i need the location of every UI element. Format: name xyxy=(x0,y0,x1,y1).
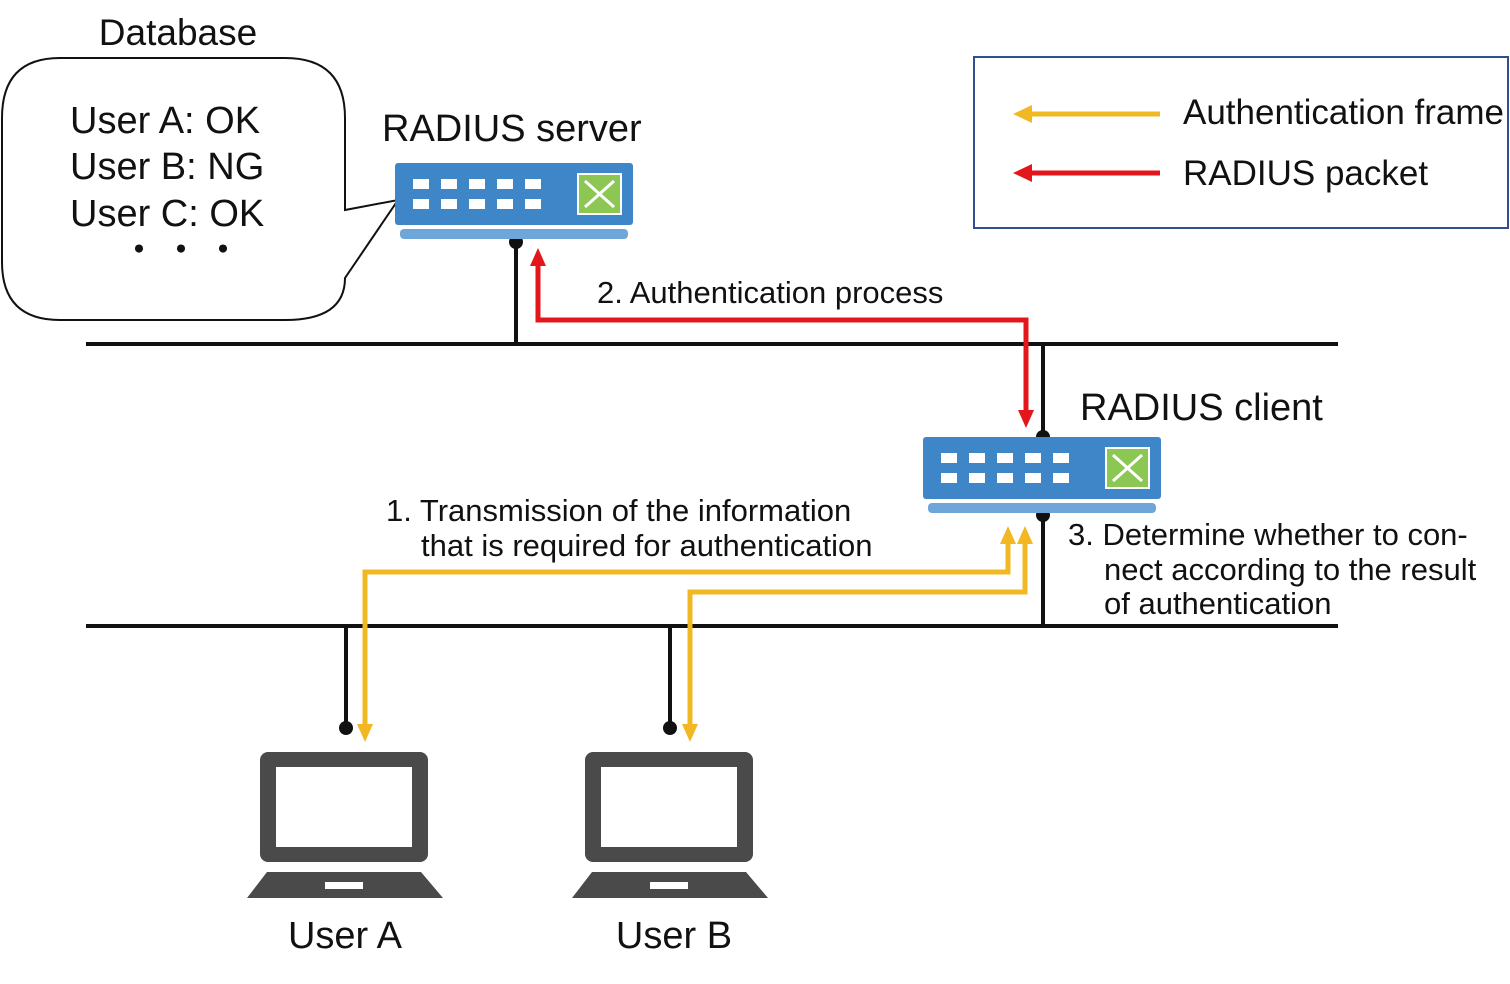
database-title: Database xyxy=(99,12,257,53)
auth-frame-arrowhead-client-a xyxy=(1000,526,1016,544)
legend-radius-packet-arrowhead xyxy=(1013,164,1032,182)
database-bubble: Database User A: OK User B: NG User C: O… xyxy=(1,12,401,321)
database-entry-user-c: User C: OK xyxy=(70,193,264,235)
database-entry-user-b: User B: NG xyxy=(70,146,264,188)
legend-auth-frame-label: Authentication frame xyxy=(1183,93,1504,132)
laptop-icon-user-b xyxy=(572,752,768,898)
client-label: RADIUS client xyxy=(1080,387,1323,429)
radius-server-switch-icon xyxy=(395,163,633,239)
user-a-label: User A xyxy=(288,915,403,957)
auth-frame-arrowhead-user-b xyxy=(682,724,698,742)
legend: Authentication frame RADIUS packet xyxy=(973,56,1509,229)
step3-line3: of authentication xyxy=(1104,586,1332,621)
radius-packet-arrowhead-server xyxy=(530,248,546,266)
radius-packet-path xyxy=(535,256,1029,420)
database-ellipsis: ・・・ xyxy=(120,230,246,272)
step2-label: 2. Authentication process xyxy=(597,275,943,310)
radius-packet-arrowhead-client xyxy=(1018,410,1034,428)
step1-line2: that is required for authentication xyxy=(421,528,873,563)
auth-frame-arrowhead-user-a xyxy=(357,724,373,742)
laptop-icon-user-a xyxy=(247,752,443,898)
database-entry-user-a: User A: OK xyxy=(70,100,260,142)
step1-line1: 1. Transmission of the information xyxy=(386,493,851,528)
legend-auth-frame-arrowhead xyxy=(1013,105,1032,123)
auth-frame-path-user-a xyxy=(362,538,1011,730)
step3-line2: nect according to the result xyxy=(1104,552,1477,587)
legend-radius-packet-label: RADIUS packet xyxy=(1183,154,1428,193)
server-label: RADIUS server xyxy=(382,108,642,150)
auth-frame-arrowhead-client-b xyxy=(1017,526,1033,544)
user-a-port-dot xyxy=(339,721,353,735)
step3-line1: 3. Determine whether to con- xyxy=(1068,517,1468,552)
radius-client-switch-icon xyxy=(923,437,1161,513)
user-b-label: User B xyxy=(616,915,732,957)
user-b-port-dot xyxy=(663,721,677,735)
auth-frame-path-user-b xyxy=(687,538,1028,730)
